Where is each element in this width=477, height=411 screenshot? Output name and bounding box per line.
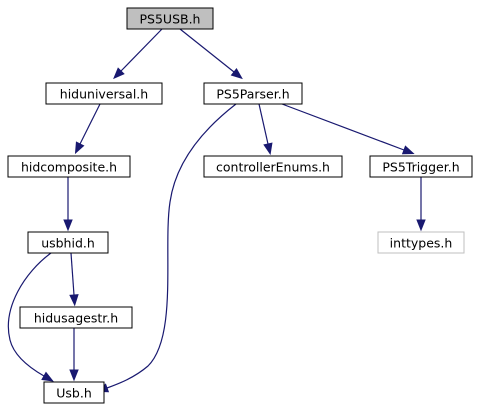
edge-usbhid-to-usb bbox=[7, 252, 54, 382]
node-label: hidusagestr.h bbox=[34, 311, 118, 326]
node-hiduniversal[interactable]: hiduniversal.h bbox=[45, 82, 163, 105]
node-box bbox=[377, 231, 465, 254]
edge-line bbox=[120, 28, 163, 72]
node-box bbox=[7, 155, 131, 178]
edge-line bbox=[281, 103, 405, 151]
node-ps5parser[interactable]: PS5Parser.h bbox=[203, 82, 303, 105]
edge-hidusagestr-to-usb bbox=[69, 328, 79, 382]
node-box bbox=[126, 7, 214, 30]
node-box bbox=[203, 155, 343, 178]
edge-line bbox=[70, 252, 75, 296]
arrowhead-icon bbox=[416, 219, 426, 232]
edge-usbhid-to-hidusagestr bbox=[69, 252, 79, 307]
edge-line bbox=[179, 28, 235, 73]
edge-ps5trigger-to-inttypes bbox=[416, 177, 426, 232]
node-ps5usb[interactable]: PS5USB.h bbox=[126, 7, 214, 30]
node-usb[interactable]: Usb.h bbox=[43, 381, 105, 404]
arrowhead-icon bbox=[69, 294, 79, 307]
node-label: usbhid.h bbox=[41, 236, 95, 251]
node-controllerenums[interactable]: controllerEnums.h bbox=[203, 155, 343, 178]
edge-line bbox=[258, 103, 269, 145]
node-inttypes: inttypes.h bbox=[377, 231, 465, 254]
edge-ps5parser-to-usb bbox=[96, 103, 237, 393]
nodes-layer: PS5USB.h hiduniversal.h PS5Parser.h hidcomp… bbox=[7, 7, 473, 404]
node-box bbox=[203, 82, 303, 105]
edge-hiduniversal-to-hidcomposite bbox=[74, 103, 101, 155]
node-label: PS5Trigger.h bbox=[382, 160, 459, 175]
node-label: hiduniversal.h bbox=[60, 87, 148, 102]
arrowhead-icon bbox=[230, 67, 243, 80]
arrowhead-icon bbox=[41, 371, 54, 382]
node-hidusagestr[interactable]: hidusagestr.h bbox=[19, 306, 133, 329]
arrowhead-icon bbox=[74, 141, 85, 155]
node-label: controllerEnums.h bbox=[216, 160, 330, 175]
node-box bbox=[27, 231, 109, 254]
arrowhead-icon bbox=[69, 369, 79, 382]
edge-ps5parser-to-controllerenums bbox=[258, 103, 273, 156]
node-label: PS5USB.h bbox=[140, 12, 201, 27]
node-hidcomposite[interactable]: hidcomposite.h bbox=[7, 155, 131, 178]
node-box bbox=[43, 381, 105, 404]
arrowhead-icon bbox=[63, 219, 73, 232]
node-label: hidcomposite.h bbox=[21, 160, 117, 175]
edge-line bbox=[106, 103, 237, 389]
node-box bbox=[369, 155, 473, 178]
node-ps5trigger[interactable]: PS5Trigger.h bbox=[369, 155, 473, 178]
edge-ps5parser-to-ps5trigger bbox=[281, 103, 415, 155]
node-box bbox=[19, 306, 133, 329]
node-label: inttypes.h bbox=[390, 236, 453, 251]
arrowhead-icon bbox=[113, 67, 125, 80]
edge-line bbox=[79, 103, 101, 145]
arrowhead-icon bbox=[401, 145, 415, 155]
node-usbhid[interactable]: usbhid.h bbox=[27, 231, 109, 254]
arrowhead-icon bbox=[263, 142, 273, 156]
node-label: PS5Parser.h bbox=[216, 87, 289, 102]
edge-hidcomposite-to-usbhid bbox=[63, 177, 73, 232]
node-box bbox=[45, 82, 163, 105]
edge-ps5usb-to-hiduniversal bbox=[113, 28, 163, 80]
edge-line bbox=[7, 252, 52, 377]
node-label: Usb.h bbox=[56, 386, 92, 401]
edge-ps5usb-to-ps5parser bbox=[179, 28, 243, 80]
